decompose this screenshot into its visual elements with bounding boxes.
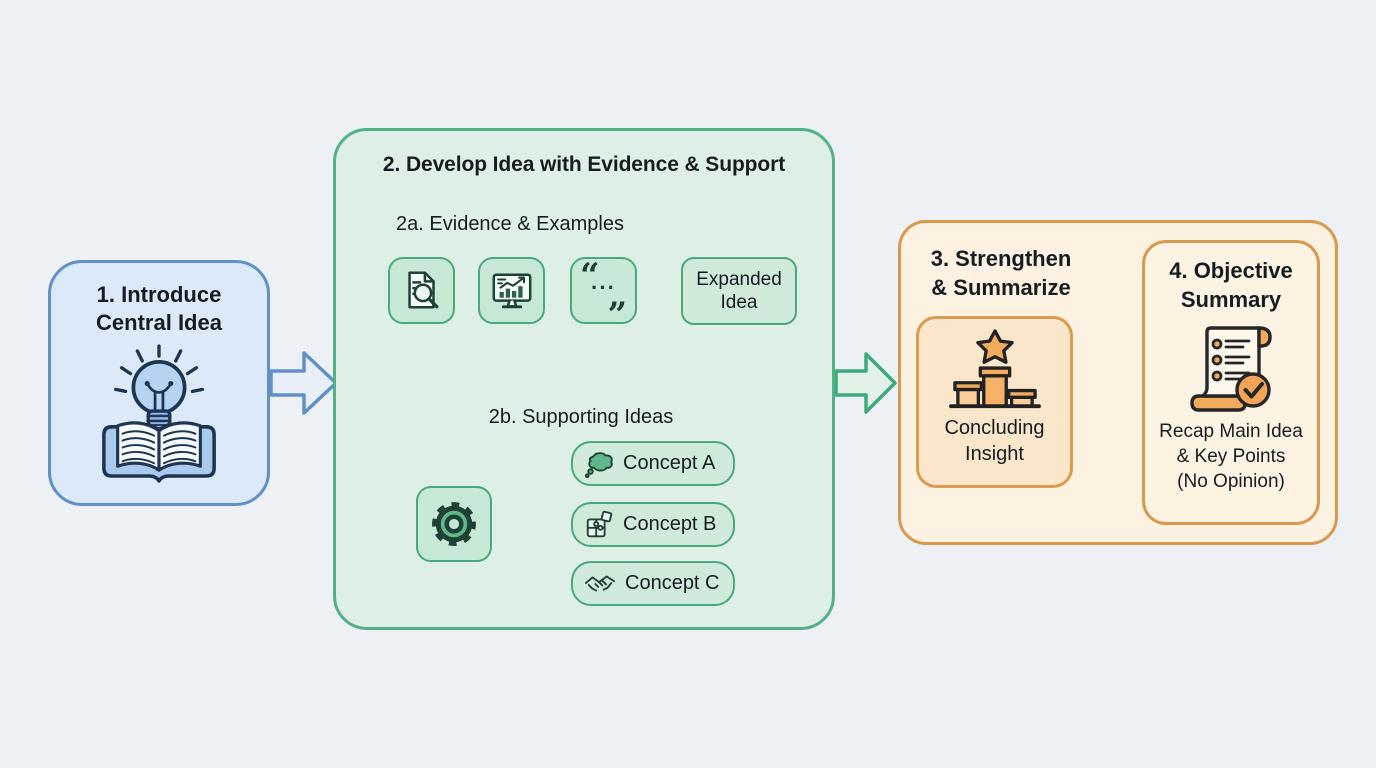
stage1-introduce-box: 1. Introduce Central Idea bbox=[48, 260, 270, 506]
expanded-idea-box: Expanded Idea bbox=[681, 257, 797, 325]
stage4-objective-summary-box: 4. Objective Summary bbox=[1142, 240, 1320, 525]
book-lightbulb-icon bbox=[51, 341, 267, 489]
evidence-step-tile: “ ··· ” bbox=[570, 256, 637, 335]
puzzle-icon bbox=[586, 510, 613, 537]
concept-a-box: Concept A bbox=[571, 441, 735, 486]
concept-b-box: Concept B bbox=[571, 502, 735, 547]
thought-cloud-icon bbox=[584, 451, 613, 478]
concept-label: Concept C bbox=[625, 572, 720, 594]
stage4-title: 4. Objective Summary bbox=[1169, 258, 1293, 312]
evidence-step-tile bbox=[388, 257, 455, 324]
handshake-icon bbox=[584, 575, 616, 592]
stage2b-label: 2b. Supporting Ideas bbox=[488, 406, 674, 428]
quote-icon: “ ··· ” bbox=[580, 256, 627, 335]
flow-arrow-1-2 bbox=[269, 351, 338, 415]
chart-monitor-icon bbox=[492, 272, 531, 308]
evidence-step-tile bbox=[478, 257, 545, 324]
expanded-idea-label: Expanded Idea bbox=[696, 268, 782, 313]
hub-tile bbox=[416, 486, 492, 562]
podium-star-icon bbox=[948, 328, 1042, 414]
flow-arrow-2-3 bbox=[834, 352, 897, 414]
stage2a-label: 2a. Evidence & Examples bbox=[396, 213, 624, 235]
concluding-insight-label: Concluding Insight bbox=[944, 417, 1045, 465]
stage2-title: 2. Develop Idea with Evidence & Support bbox=[382, 153, 786, 176]
concept-label: Concept B bbox=[623, 513, 717, 535]
concept-label: Concept A bbox=[623, 452, 716, 474]
concluding-insight-box: Concluding Insight bbox=[916, 316, 1073, 488]
gear-icon bbox=[432, 502, 476, 546]
concept-c-box: Concept C bbox=[571, 561, 735, 606]
stage3-title: 3. Strengthen & Summarize bbox=[930, 246, 1072, 300]
scroll-check-icon bbox=[1181, 318, 1281, 418]
document-search-icon bbox=[407, 271, 438, 309]
stage2-develop-box: 2. Develop Idea with Evidence & Support … bbox=[333, 128, 835, 630]
stage4-body: Recap Main Idea & Key Points (No Opinion… bbox=[1159, 421, 1303, 492]
stage1-title: 1. Introduce Central Idea bbox=[96, 282, 222, 335]
